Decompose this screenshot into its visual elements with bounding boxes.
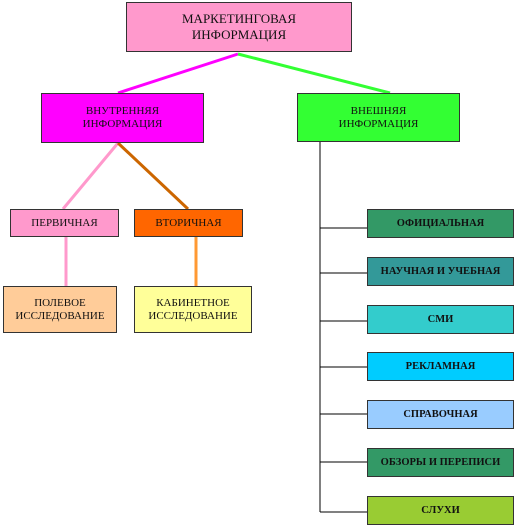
connector-root-internal [117, 52, 239, 95]
desk-research-node: КАБИНЕТНОЕ ИССЛЕДОВАНИЕ [134, 286, 252, 333]
external-item-reference: СПРАВОЧНАЯ [367, 400, 514, 429]
root-node: МАРКЕТИНГОВАЯ ИНФОРМАЦИЯ [126, 2, 352, 52]
external-item-rumors: СЛУХИ [367, 496, 514, 525]
external-info-node: ВНЕШНЯЯ ИНФОРМАЦИЯ [297, 93, 460, 142]
secondary-node: ВТОРИЧНАЯ [134, 209, 243, 237]
field-research-node: ПОЛЕВОЕ ИССЛЕДОВАНИЕ [3, 286, 117, 333]
primary-node: ПЕРВИЧНАЯ [10, 209, 119, 237]
connector-internal-secondary [116, 141, 190, 211]
external-item-scientific: НАУЧНАЯ И УЧЕБНАЯ [367, 257, 514, 286]
connector-internal-primary [61, 142, 120, 210]
external-item-advertising: РЕКЛАМНАЯ [367, 352, 514, 381]
internal-info-node: ВНУТРЕННЯЯ ИНФОРМАЦИЯ [41, 93, 204, 143]
external-item-reviews-census: ОБЗОРЫ И ПЕРЕПИСИ [367, 448, 514, 477]
external-item-media: СМИ [367, 305, 514, 334]
connector-root-external [237, 52, 391, 95]
external-item-official: ОФИЦИАЛЬНАЯ [367, 209, 514, 238]
external-tree-connectors [319, 142, 367, 513]
